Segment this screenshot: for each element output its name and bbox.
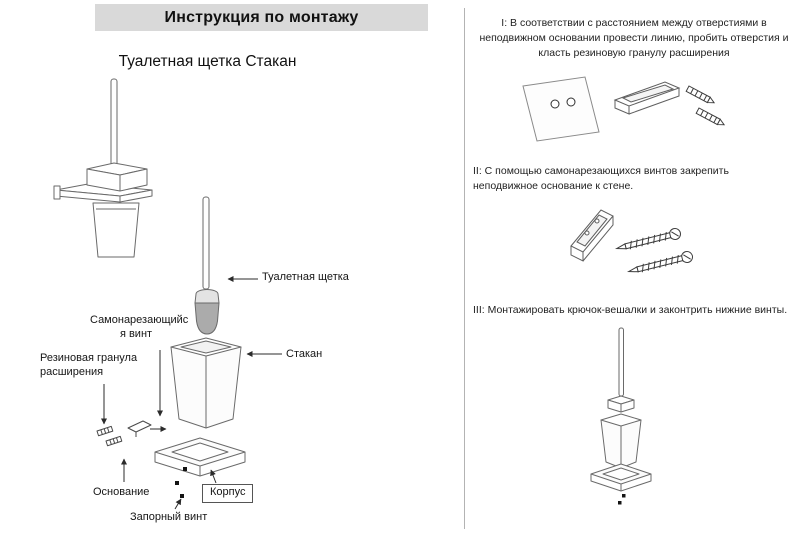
callout-toilet-brush: Туалетная щетка: [262, 271, 349, 283]
callout-line-1: Самонарезающийс: [90, 314, 189, 326]
leader-arrows: [101, 276, 282, 510]
page-header: Инструкция по монтажу: [95, 4, 428, 31]
callout-lock-screw: Запорный винт: [130, 511, 208, 523]
wall-bracket-drawing: [570, 209, 614, 262]
product-title: Туалетная щетка Стакан: [118, 53, 297, 70]
steps-panel: I: В соответствии с расстоянием между от…: [466, 0, 800, 534]
vertical-divider: [464, 8, 465, 529]
lock-screw-dots: [175, 467, 187, 498]
marked-plate-drawing: [522, 76, 600, 142]
callout-line-2: расширения: [40, 365, 104, 378]
callout-line-2: я винт: [119, 327, 153, 340]
callout-base: Основание: [93, 486, 150, 498]
callout-body: Корпус: [202, 484, 254, 503]
callout-self-tapping-screw: Самонарезающийс я винт: [90, 314, 188, 342]
callout-rubber-granule: Резиновая гранула расширения: [40, 352, 137, 380]
callout-line-1: Резиновая гранула: [40, 352, 138, 364]
step-1-diagram: [522, 76, 726, 142]
wall-bracket-drawing: [613, 81, 681, 115]
granules-and-screws-drawing: [96, 420, 152, 447]
step-2-diagram: [570, 209, 693, 273]
assembled-unit-drawing: [53, 78, 153, 258]
step-2-text: II: С помощью самонарезающихся винтов за…: [473, 164, 729, 192]
toilet-brush-drawing: [194, 196, 220, 335]
step-3-text: III: Монтажировать крючок-вешалки и зако…: [473, 304, 788, 317]
assembled-result-drawing: [590, 327, 652, 492]
step-1-text: I: В соответствии с расстоянием между от…: [479, 17, 789, 60]
lock-screw-dots: [618, 494, 626, 505]
exploded-assembly-diagram: [53, 78, 282, 510]
expansion-anchors-drawing: [685, 84, 726, 125]
step-3-diagram: [590, 327, 652, 505]
self-tapping-screws-drawing: [614, 228, 693, 273]
page-title: Инструкция по монтажу: [164, 8, 359, 26]
base-frame-drawing: [154, 437, 246, 477]
cup-drawing: [170, 337, 242, 429]
callout-cup: Стакан: [286, 348, 323, 360]
